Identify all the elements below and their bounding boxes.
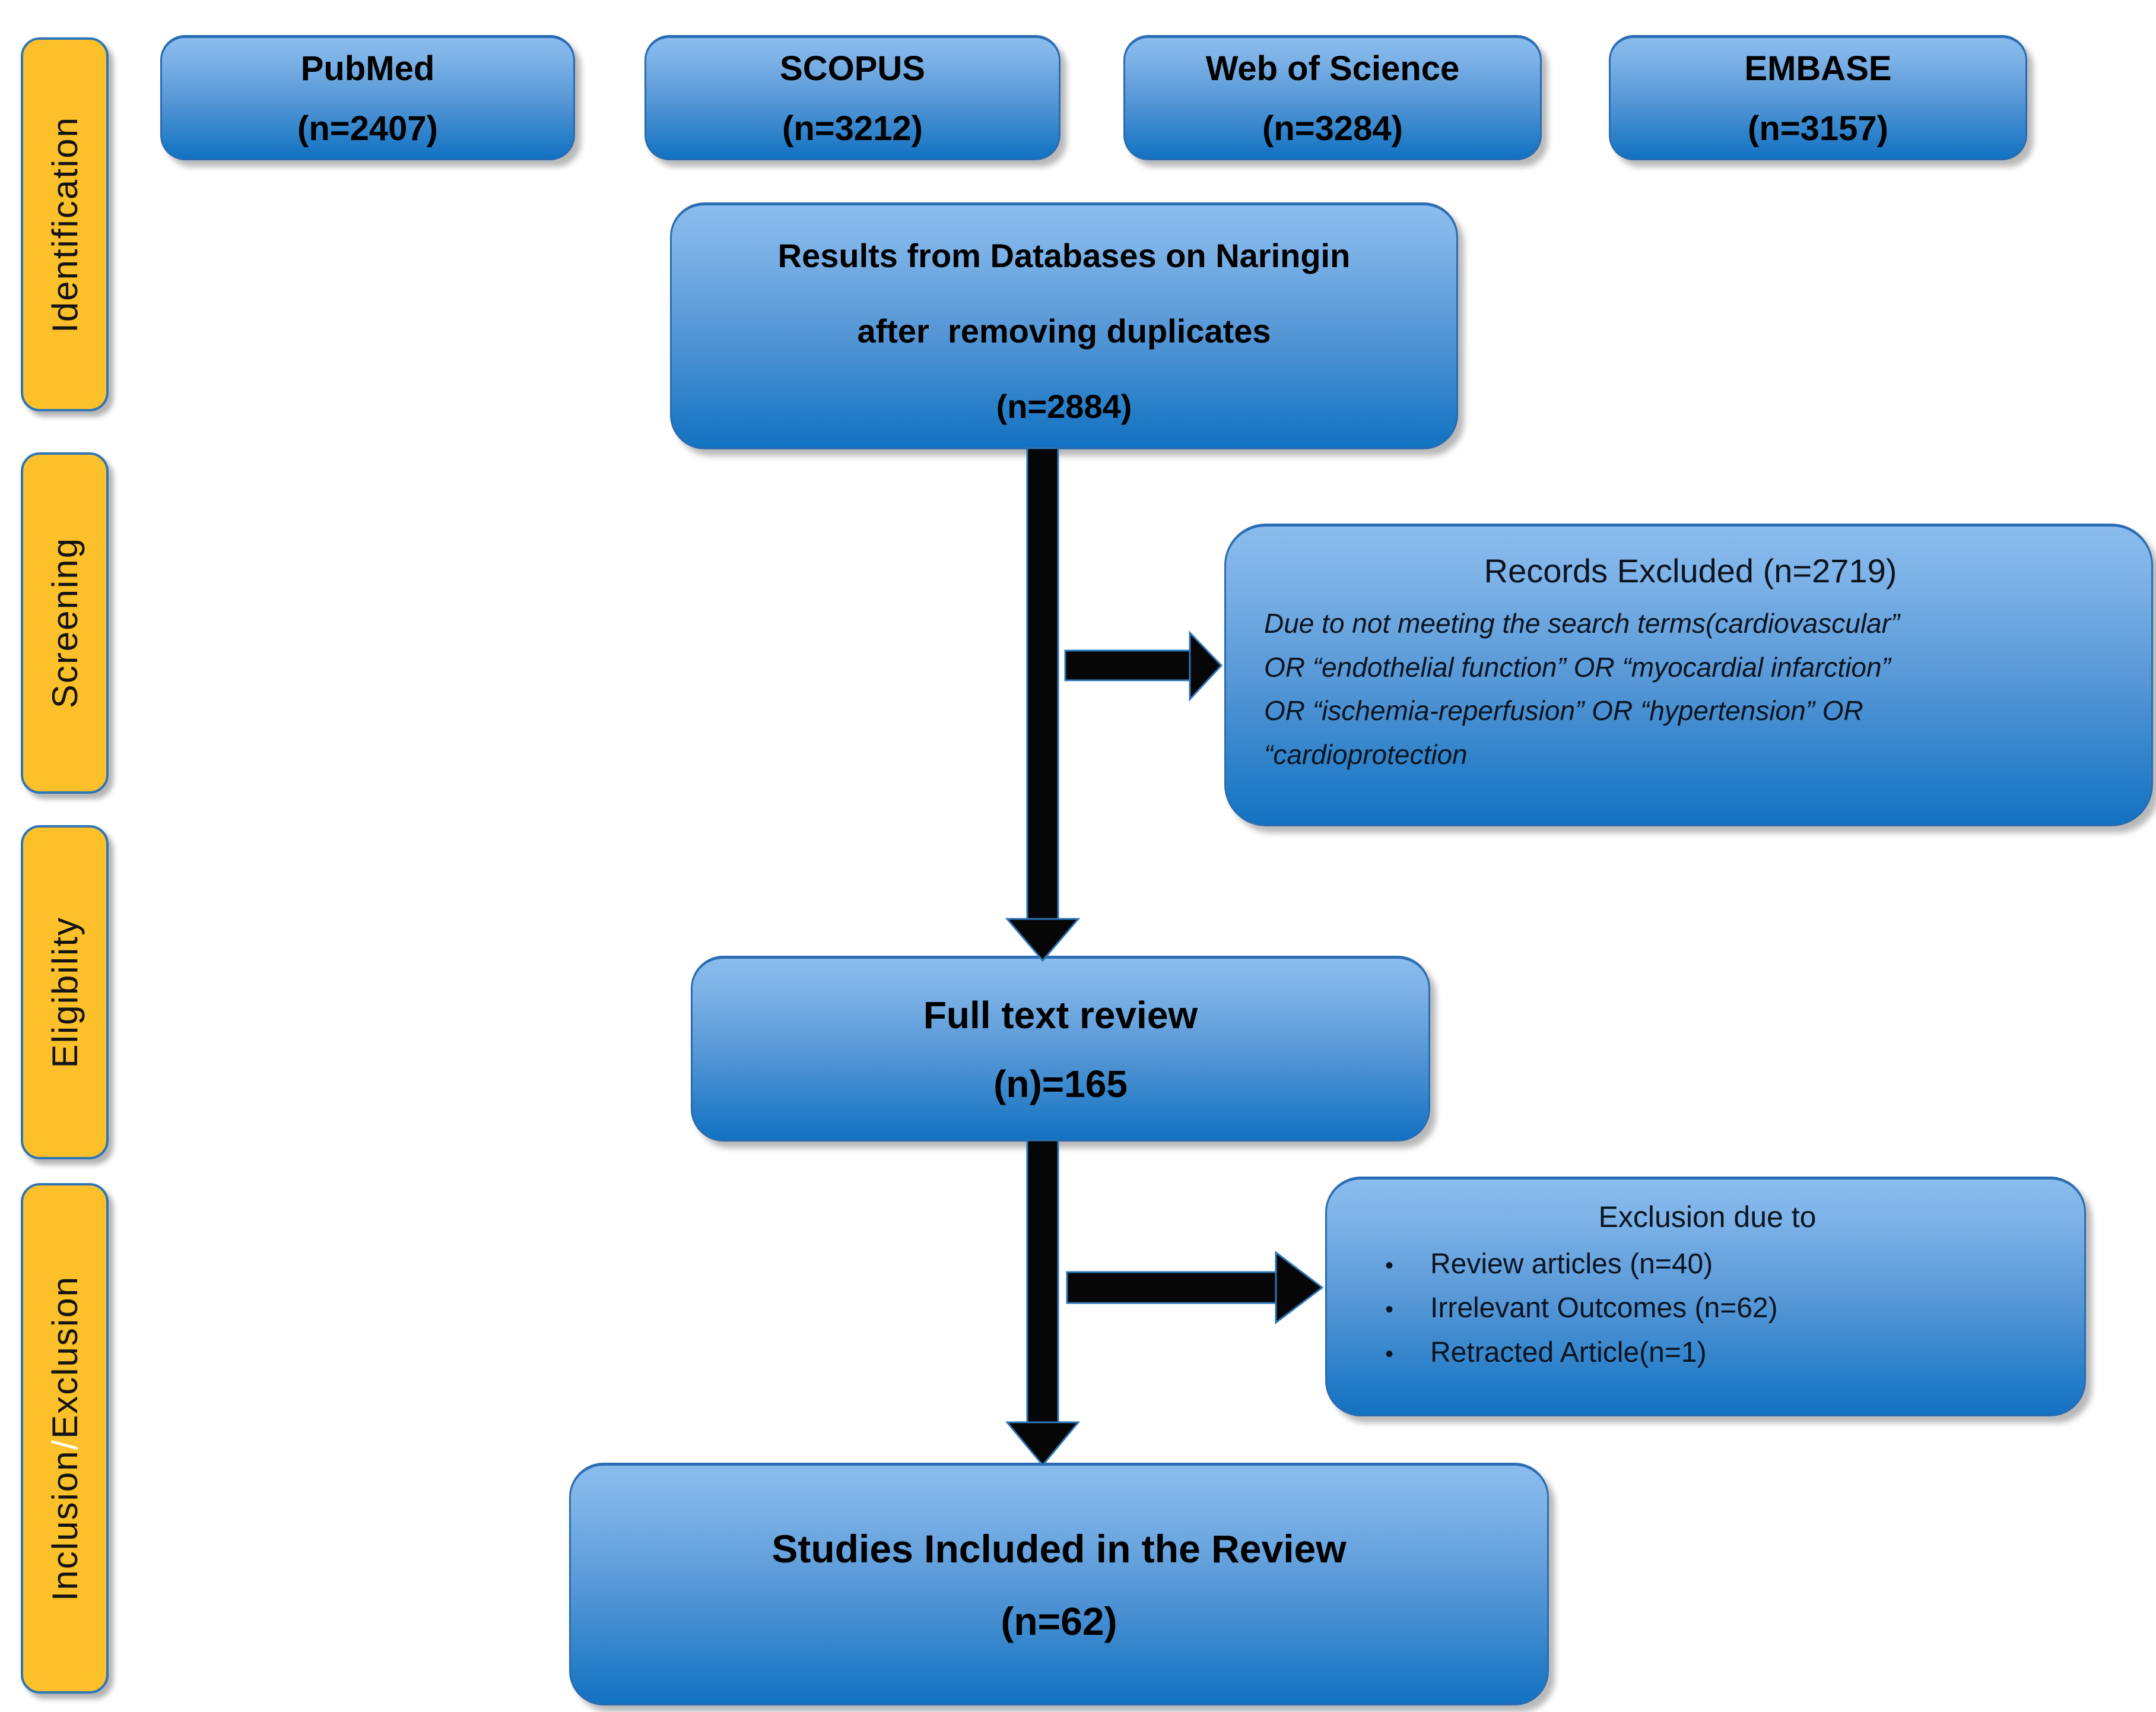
exclusion-reasons-box: Exclusion due to • Review articles (n=40… [1325, 1177, 2086, 1416]
exclusion-bullet-text: Review articles (n=40) [1430, 1248, 1713, 1280]
records-excluded-detail-line: OR “ischemia-reperfusion” OR “hypertensi… [1264, 695, 1863, 727]
exclusion-title: Exclusion due to [1598, 1200, 1817, 1234]
arrow-branch-records-excluded [1064, 630, 1223, 702]
database-name: Web of Science [1205, 49, 1460, 88]
database-count: (n=3284) [1262, 109, 1403, 148]
exclusion-bullet-text: Retracted Article(n=1) [1430, 1336, 1707, 1368]
stage-eligibility: Eligibility [21, 825, 109, 1159]
exclusion-bullet-item: • Retracted Article(n=1) [1354, 1331, 2060, 1375]
database-count: (n=2407) [297, 109, 438, 148]
included-studies-count: (n=62) [1001, 1599, 1117, 1643]
stage-screening: Screening [21, 452, 109, 794]
arrow-branch-exclusion [1066, 1250, 1324, 1325]
bullet-icon: • [1385, 1340, 1394, 1367]
included-studies-label: Studies Included in the Review [771, 1526, 1347, 1571]
records-excluded-detail-line: “cardioprotection [1264, 738, 1468, 770]
records-excluded-box: Records Excluded (n=2719) Due to not mee… [1224, 524, 2153, 826]
dedup-line-2: after removing duplicates [857, 312, 1271, 350]
exclusion-bullet-item: • Review articles (n=40) [1354, 1242, 2060, 1286]
dedup-line-1: Results from Databases on Naringin [777, 237, 1351, 274]
stage-inclusion-exclusion: Inclusion/Exclusion [21, 1183, 109, 1694]
database-box-web-of-science: Web of Science (n=3284) [1123, 35, 1542, 160]
included-studies-box: Studies Included in the Review (n=62) [569, 1463, 1549, 1705]
dedup-line-3: (n=2884) [996, 388, 1132, 425]
stage-inclusion-part: Inclusion [45, 1450, 85, 1602]
records-excluded-title: Records Excluded (n=2719) [1484, 552, 1897, 589]
stage-exclusion-part: Exclusion [45, 1275, 85, 1439]
stage-slash: / [45, 1438, 85, 1450]
exclusion-bullet-text: Irrelevant Outcomes (n=62) [1430, 1292, 1778, 1324]
arrow-fulltext-to-included [1005, 1139, 1081, 1467]
stage-screening-label: Screening [45, 537, 85, 709]
stage-identification-label: Identification [45, 116, 85, 333]
stage-eligibility-label: Eligibility [45, 916, 85, 1069]
full-text-review-box: Full text review (n)=165 [691, 956, 1430, 1142]
bullet-icon: • [1385, 1253, 1394, 1279]
database-count: (n=3157) [1748, 109, 1888, 148]
dedup-results-box: Results from Databases on Naringin after… [670, 202, 1458, 449]
database-name: EMBASE [1744, 49, 1892, 88]
database-box-embase: EMBASE (n=3157) [1609, 35, 2027, 160]
arrow-dedup-to-fulltext [1005, 447, 1081, 962]
database-count: (n=3212) [782, 109, 923, 148]
records-excluded-detail-line: OR “endothelial function” OR “myocardial… [1264, 651, 1891, 683]
stage-identification: Identification [21, 37, 109, 411]
database-box-scopus: SCOPUS (n=3212) [644, 35, 1060, 160]
stage-inclusion-exclusion-label: Inclusion/Exclusion [45, 1276, 85, 1601]
full-text-review-count: (n)=165 [993, 1062, 1128, 1105]
records-excluded-detail-line: Due to not meeting the search terms(card… [1264, 608, 1900, 639]
full-text-review-label: Full text review [923, 993, 1198, 1036]
database-name: SCOPUS [780, 49, 925, 88]
exclusion-bullet-item: • Irrelevant Outcomes (n=62) [1354, 1286, 2060, 1330]
database-box-pubmed: PubMed (n=2407) [160, 35, 575, 160]
bullet-icon: • [1385, 1296, 1394, 1323]
database-name: PubMed [300, 49, 435, 88]
